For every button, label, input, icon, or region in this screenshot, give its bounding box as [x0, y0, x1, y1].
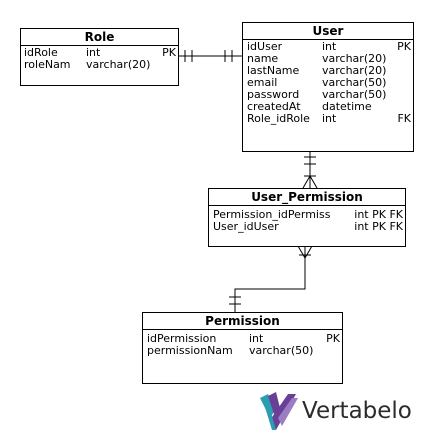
- column-list: idRole int PK roleNam varchar(20): [21, 46, 178, 71]
- column-name: name: [247, 53, 279, 65]
- column-name: idRole: [24, 47, 58, 59]
- column-name: password: [247, 89, 300, 101]
- column-type: varchar(20): [86, 59, 151, 71]
- column-name: permissionNam: [147, 345, 233, 357]
- entity-user-permission[interactable]: User_Permission Permission_idPermiss int…: [208, 188, 406, 247]
- column-row: password varchar(50): [243, 89, 413, 101]
- column-name: roleNam: [24, 59, 71, 71]
- column-list: idPermission int PK permissionNam varcha…: [143, 330, 342, 357]
- column-key: int PK FK: [354, 209, 403, 221]
- role-user-relationship: [178, 50, 242, 62]
- column-name: email: [247, 77, 278, 89]
- column-key: PK: [326, 333, 340, 345]
- column-type: int: [322, 41, 337, 53]
- column-key: PK: [397, 41, 411, 53]
- column-row: idRole int PK: [21, 47, 178, 59]
- column-row: name varchar(20): [243, 53, 413, 65]
- column-row: roleNam varchar(20): [21, 59, 178, 71]
- column-type: int: [249, 333, 264, 345]
- column-name: idUser: [247, 41, 283, 53]
- column-row: Role_idRole int FK: [243, 113, 413, 125]
- vertabelo-mark-icon: [260, 392, 298, 430]
- column-type: int: [86, 47, 101, 59]
- entity-permission[interactable]: Permission idPermission int PK permissio…: [142, 312, 343, 384]
- userpermission-permission-relationship: [229, 245, 313, 312]
- column-list: idUser int PK name varchar(20) lastName …: [243, 40, 413, 125]
- column-type: varchar(50): [322, 89, 387, 101]
- entity-title: User_Permission: [209, 189, 405, 206]
- vertabelo-logo-text: Vertabelo: [302, 398, 412, 424]
- column-type: datetime: [322, 101, 372, 113]
- entity-title: User: [243, 23, 413, 40]
- column-row: email varchar(50): [243, 77, 413, 89]
- entity-title: Role: [21, 29, 178, 46]
- entity-user[interactable]: User idUser int PK name varchar(20) last…: [242, 22, 414, 152]
- entity-role[interactable]: Role idRole int PK roleNam varchar(20): [20, 28, 179, 86]
- vertabelo-logo: Vertabelo: [258, 390, 428, 436]
- column-row: Permission_idPermiss int PK FK: [209, 209, 405, 221]
- column-row: idPermission int PK: [143, 333, 342, 345]
- column-type: int: [322, 113, 337, 125]
- column-list: Permission_idPermiss int PK FK User_idUs…: [209, 206, 405, 233]
- column-key: PK: [162, 47, 176, 59]
- column-type: varchar(50): [249, 345, 314, 357]
- user-userpermission-relationship: [302, 151, 318, 189]
- column-name: Role_idRole: [247, 113, 310, 125]
- column-key: int PK FK: [354, 221, 403, 233]
- column-name: lastName: [247, 65, 300, 77]
- column-row: idUser int PK: [243, 41, 413, 53]
- column-name: Permission_idPermiss: [213, 209, 331, 221]
- column-type: varchar(20): [322, 65, 387, 77]
- column-type: varchar(20): [322, 53, 387, 65]
- column-row: lastName varchar(20): [243, 65, 413, 77]
- column-row: User_idUser int PK FK: [209, 221, 405, 233]
- column-key: FK: [397, 113, 411, 125]
- column-type: varchar(50): [322, 77, 387, 89]
- column-row: permissionNam varchar(50): [143, 345, 342, 357]
- column-name: User_idUser: [213, 221, 279, 233]
- entity-title: Permission: [143, 313, 342, 330]
- column-name: createdAt: [247, 101, 301, 113]
- column-name: idPermission: [147, 333, 217, 345]
- column-row: createdAt datetime: [243, 101, 413, 113]
